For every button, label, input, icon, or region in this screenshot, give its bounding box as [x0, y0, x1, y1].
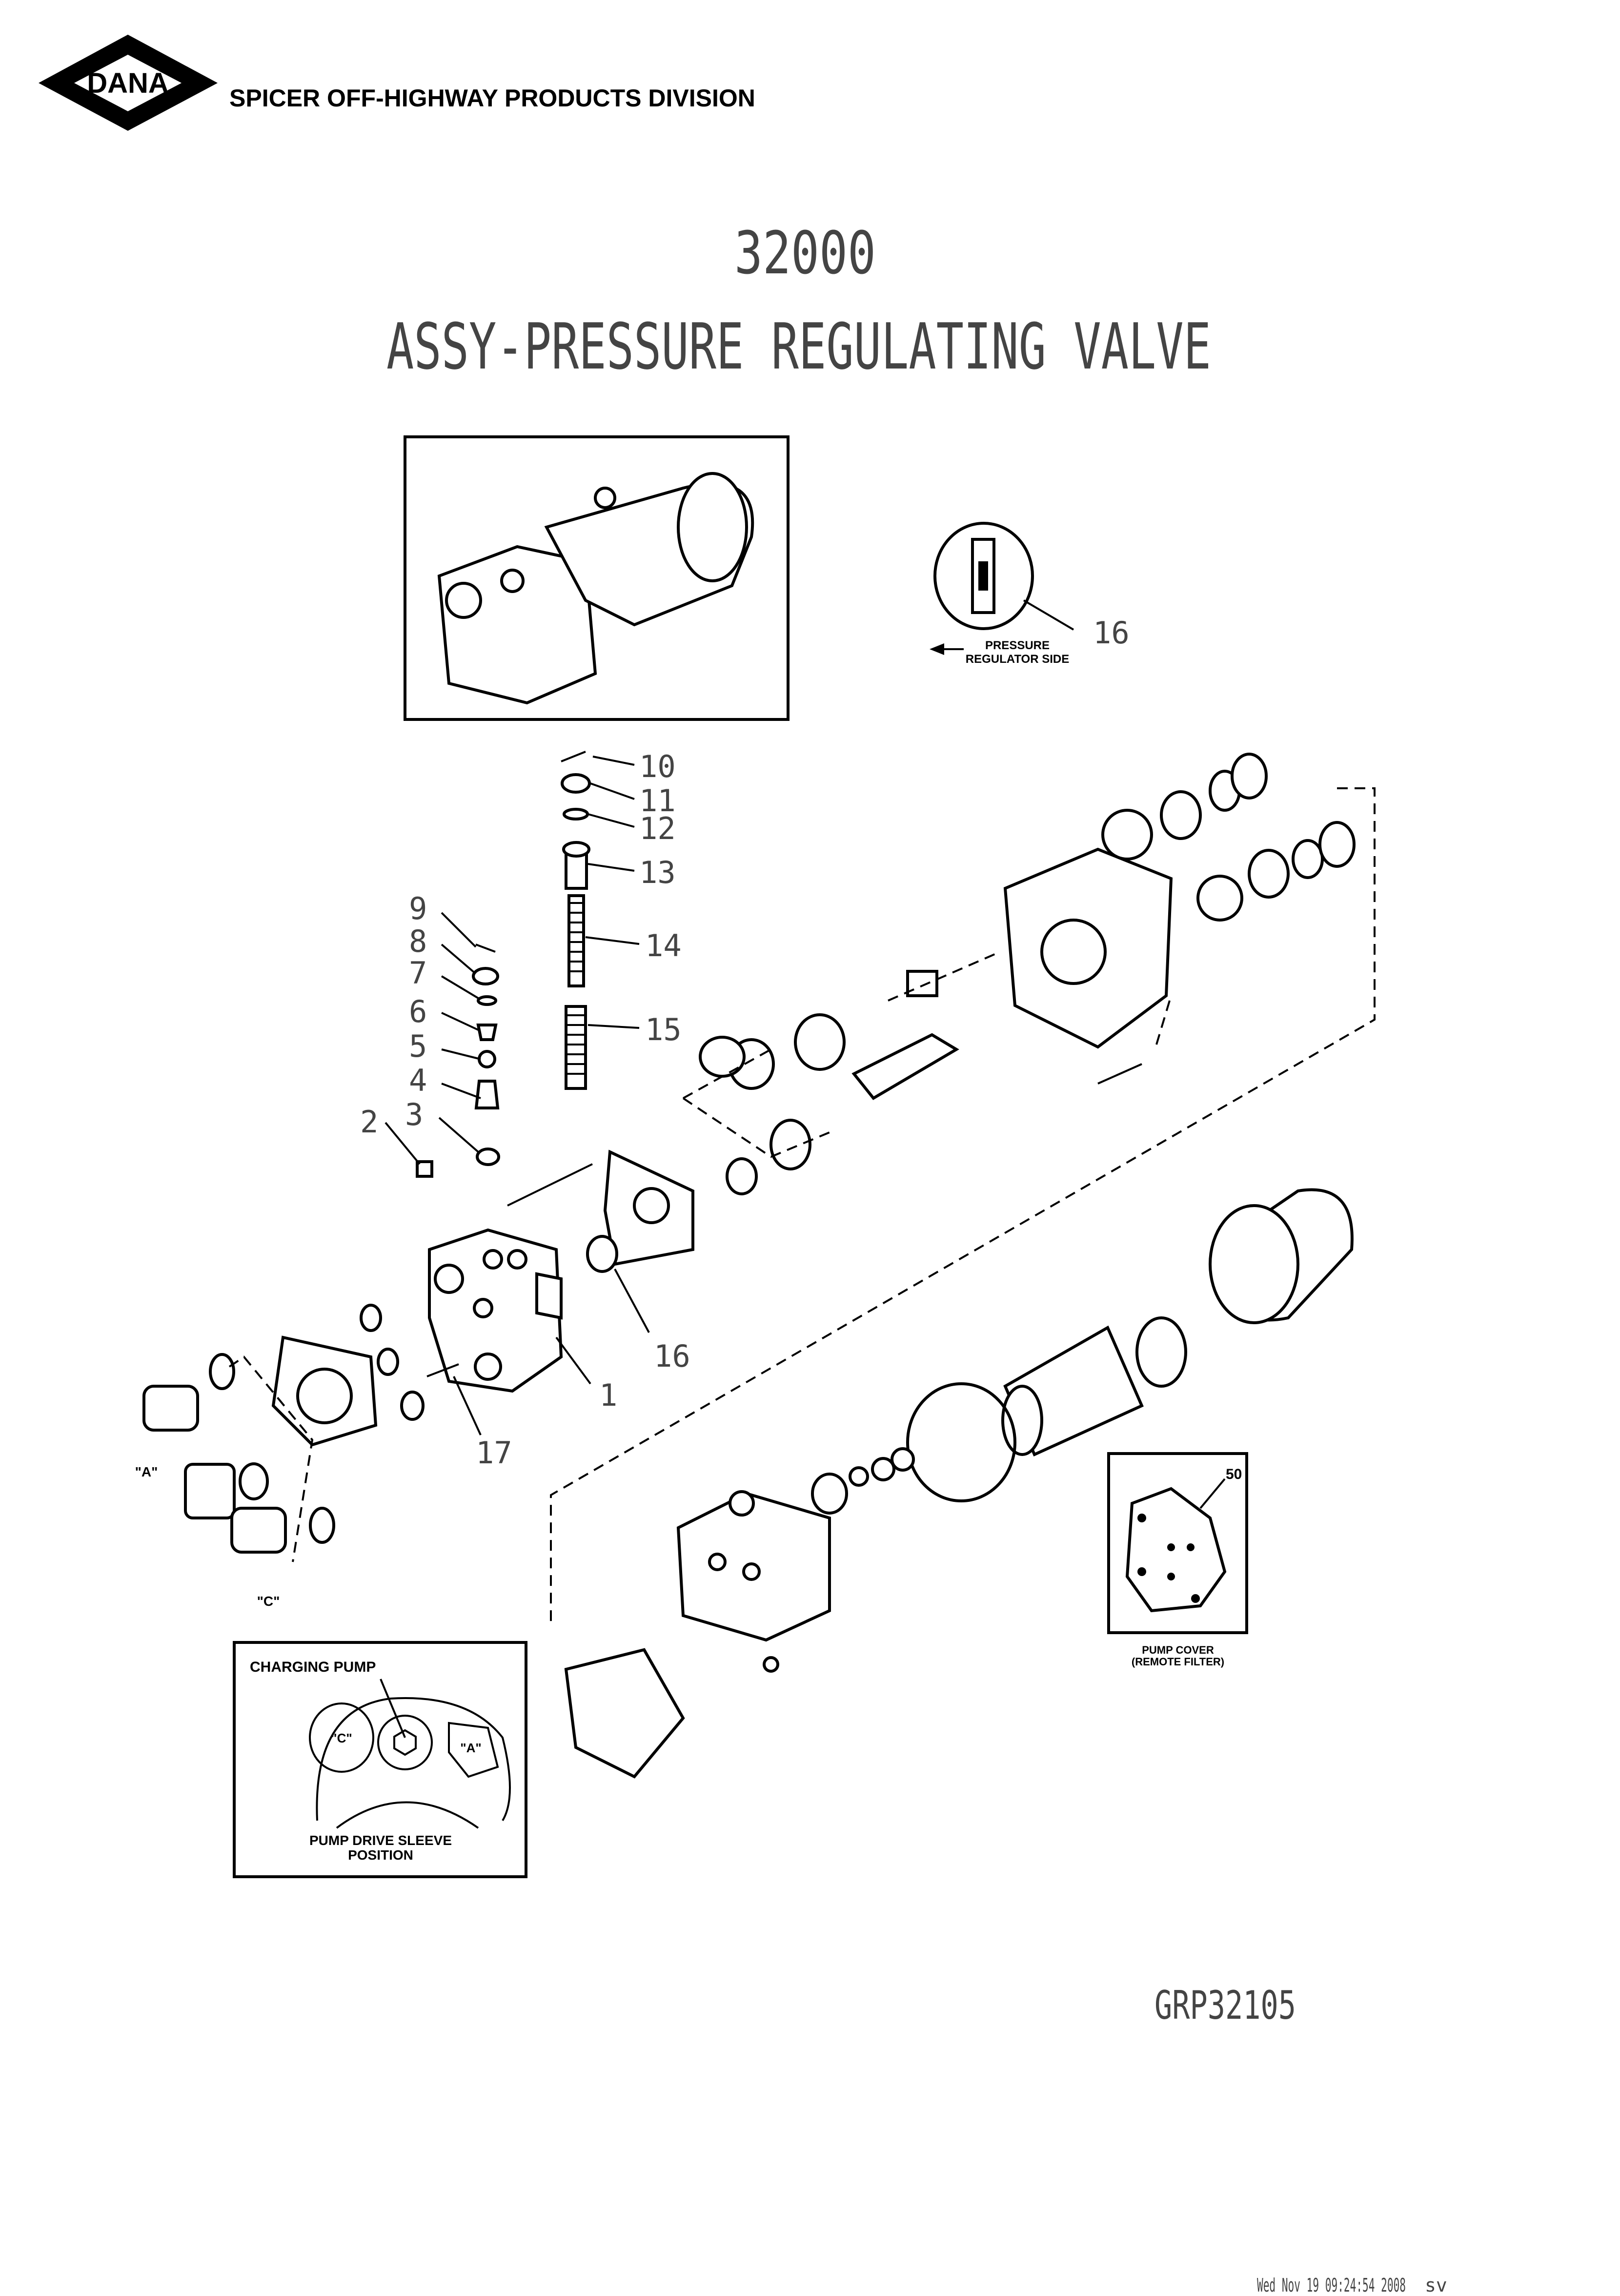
gears-left: "A" "C": [135, 1353, 335, 1609]
gear-label-c: "C": [257, 1594, 280, 1609]
callout-7: 7: [409, 955, 427, 991]
seal-detail: 16 PRESSURE REGULATOR SIDE: [930, 522, 1130, 666]
callout-16-detail: 16: [1093, 615, 1130, 651]
valve-stack-parts: [561, 751, 591, 1090]
callout-17: 17: [476, 1435, 512, 1471]
charging-c-label: "C": [331, 1731, 352, 1745]
pressure-label: PRESSURE: [985, 639, 1050, 652]
pump-cover-label: PUMP COVER: [1142, 1644, 1214, 1656]
callout-13: 13: [639, 855, 676, 890]
callout-9: 9: [409, 891, 427, 926]
callout-leaders: [385, 756, 650, 1435]
pump-body-lower: [564, 1490, 831, 1779]
remote-filter-label: (REMOTE FILTER): [1132, 1656, 1224, 1668]
print-timestamp: Wed Nov 19 09:24:54 2008: [1257, 2275, 1406, 2296]
pump-cover-callout-50: 50: [1226, 1466, 1242, 1482]
position-label: POSITION: [348, 1847, 413, 1863]
logo-text: DANA: [87, 67, 169, 99]
callout-3: 3: [405, 1097, 423, 1132]
print-user: sv: [1425, 2275, 1447, 2296]
callout-10: 10: [639, 749, 676, 784]
regulator-side-label: REGULATOR SIDE: [966, 653, 1069, 666]
assembly-guide-lines: [550, 787, 1376, 1626]
assembly-number: 32000: [734, 220, 876, 287]
charging-pump-inset: CHARGING PUMP "C" "A" PUMP DRIVE SLEEVE …: [233, 1641, 527, 1878]
assembly-title: ASSY-PRESSURE REGULATING VALVE: [386, 309, 1211, 384]
division-name: SPICER OFF-HIGHWAY PRODUCTS DIVISION: [229, 84, 755, 112]
callout-6: 6: [409, 994, 427, 1029]
pump-drive-sleeve-label: PUMP DRIVE SLEEVE: [309, 1833, 452, 1848]
callout-15: 15: [645, 1012, 682, 1047]
charging-pump-label: CHARGING PUMP: [250, 1659, 376, 1675]
pump-housing-upper: [699, 753, 1356, 1195]
left-stack-parts: [416, 943, 500, 1178]
filter-assembly: [811, 1188, 1354, 1515]
callout-4: 4: [409, 1063, 427, 1098]
assembled-unit-inset: [404, 435, 790, 721]
group-code: GRP32105: [1154, 1983, 1296, 2028]
callout-2: 2: [360, 1104, 378, 1140]
callout-5: 5: [409, 1028, 427, 1064]
callout-11: 11: [639, 783, 676, 819]
seal-16: [586, 1235, 618, 1273]
pump-cover-inset: 50 PUMP COVER (REMOTE FILTER): [1107, 1452, 1248, 1668]
callout-12: 12: [639, 811, 676, 846]
callout-14: 14: [645, 928, 682, 964]
dana-logo: DANA: [39, 35, 218, 131]
gear-label-a: "A": [135, 1464, 158, 1479]
callout-8: 8: [409, 923, 427, 959]
callout-16: 16: [654, 1338, 690, 1374]
charging-a-label: "A": [460, 1741, 481, 1755]
valve-body: [360, 1163, 593, 1421]
callout-1: 1: [599, 1377, 617, 1413]
